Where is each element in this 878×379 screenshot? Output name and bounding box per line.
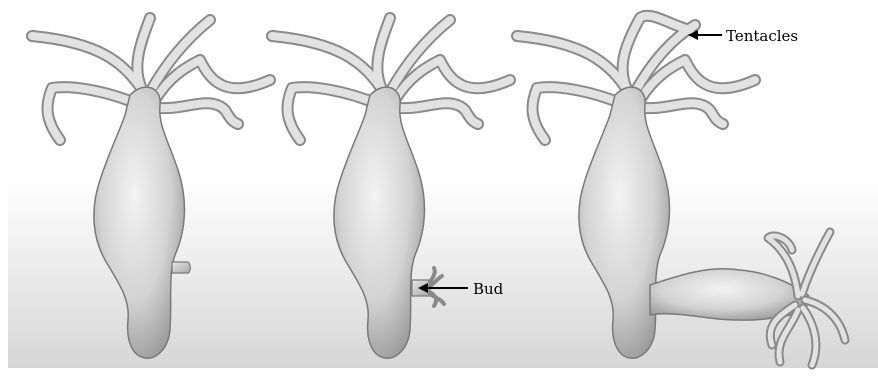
bud-label: Bud <box>473 280 504 298</box>
small-bud-stage-1 <box>172 262 190 273</box>
tentacles-label: Tentacles <box>726 27 798 45</box>
tentacles-annotation: Tentacles <box>688 27 798 45</box>
